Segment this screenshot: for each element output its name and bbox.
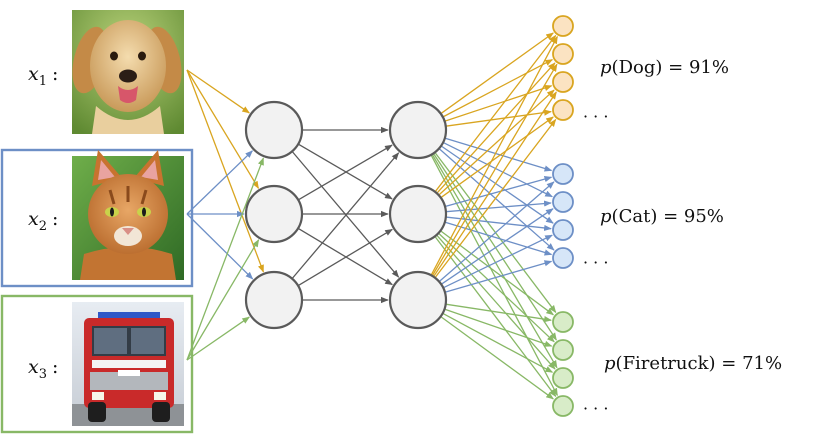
golden-retriever-photo <box>72 10 184 134</box>
network-nodes <box>244 15 574 417</box>
edge-hidden1-3-to-hidden2-2 <box>297 228 393 287</box>
output-node-cat-4 <box>552 247 574 269</box>
edge-hidden2-1-to-out-truck-4 <box>430 154 558 397</box>
edge-hidden2-1-to-out-dog-4 <box>445 109 552 127</box>
output-node-truck-4 <box>552 395 574 417</box>
edge-hidden2-1-to-out-cat-1 <box>444 137 553 172</box>
ellipsis-dog: · · · <box>583 107 608 126</box>
red-firetruck-photo <box>72 302 184 426</box>
output-node-dog-2 <box>552 43 574 65</box>
edge-hidden2-2-to-out-truck-2 <box>437 232 555 343</box>
input-label-firetruck: x3: <box>28 356 58 382</box>
edge-hidden2-2-to-out-cat-1 <box>444 176 553 208</box>
edge-hidden2-1-to-out-cat-3 <box>440 145 554 224</box>
input-label-dog: x1: <box>28 63 58 89</box>
edge-hidden2-1-to-out-cat-4 <box>438 148 555 251</box>
edge-input-truck-to-hidden1-3 <box>186 316 250 361</box>
ellipsis-cat: · · · <box>583 253 608 272</box>
edge-hidden2-1-to-out-dog-1 <box>440 32 554 115</box>
edge-hidden2-1-to-out-dog-3 <box>444 85 553 122</box>
output-node-cat-3 <box>552 219 574 241</box>
edge-hidden2-2-to-out-cat-2 <box>445 200 552 213</box>
edge-hidden1-2-to-hidden2-3 <box>297 227 393 286</box>
input-frame-cat <box>0 148 194 288</box>
connections <box>186 32 558 400</box>
edge-hidden2-2-to-out-dog-1 <box>434 34 557 193</box>
edge-hidden2-2-to-out-cat-4 <box>444 221 553 256</box>
hidden-layer2-node-1 <box>388 100 448 160</box>
edge-hidden2-2-to-out-dog-2 <box>436 62 556 194</box>
edge-hidden2-3-to-out-dog-4 <box>434 118 557 279</box>
hidden-layer1-node-1 <box>244 100 304 160</box>
edge-hidden2-1-to-out-truck-2 <box>432 153 557 341</box>
edge-hidden2-3-to-out-cat-1 <box>438 181 555 283</box>
edge-hidden1-3-to-hidden2-1 <box>291 152 400 280</box>
edge-input-truck-to-hidden1-2 <box>186 239 260 361</box>
output-node-truck-3 <box>552 367 574 389</box>
edge-hidden1-2-to-hidden2-1 <box>297 144 393 201</box>
edge-hidden2-2-to-out-dog-4 <box>440 116 554 199</box>
output-node-truck-1 <box>552 311 574 333</box>
output-node-cat-1 <box>552 163 574 185</box>
ellipsis-firetruck: · · · <box>583 399 608 418</box>
input-cat: x2: <box>0 148 194 288</box>
edge-hidden2-2-to-out-dog-3 <box>438 89 555 196</box>
edge-hidden2-3-to-out-truck-3 <box>442 312 554 373</box>
edge-hidden2-3-to-out-cat-4 <box>444 260 553 293</box>
output-node-dog-3 <box>552 71 574 93</box>
output-label-firetruck: p(Firetruck) = 71% <box>604 353 782 374</box>
edge-hidden2-3-to-out-truck-4 <box>440 315 554 400</box>
input-dog: x1: <box>28 10 184 134</box>
edge-input-cat-to-hidden1-1 <box>186 150 253 215</box>
output-node-truck-2 <box>552 339 574 361</box>
edge-hidden1-1-to-hidden2-2 <box>297 143 393 200</box>
hidden-layer2-node-3 <box>388 270 448 330</box>
edge-hidden2-3-to-out-dog-3 <box>432 91 557 278</box>
edge-hidden2-3-to-out-dog-2 <box>431 63 558 277</box>
output-node-dog-4 <box>552 99 574 121</box>
output-node-dog-1 <box>552 15 574 37</box>
edge-hidden2-3-to-out-cat-3 <box>442 234 553 289</box>
edge-hidden2-2-to-out-cat-3 <box>445 216 552 232</box>
edge-input-dog-to-hidden1-2 <box>186 69 260 189</box>
output-label-cat: p(Cat) = 95% <box>600 206 724 227</box>
input-label-cat: x2: <box>28 208 58 234</box>
edge-hidden2-3-to-out-truck-2 <box>444 308 553 347</box>
orange-tabby-cat-photo <box>72 150 184 280</box>
hidden-layer2-node-2 <box>388 184 448 244</box>
edge-hidden2-1-to-out-truck-3 <box>431 153 558 369</box>
edge-hidden2-2-to-out-truck-4 <box>434 235 557 398</box>
edge-hidden2-3-to-out-dog-1 <box>430 35 558 276</box>
hidden-layer1-node-2 <box>244 184 304 244</box>
edge-hidden2-3-to-out-cat-2 <box>440 208 554 285</box>
edge-input-dog-to-hidden1-3 <box>186 69 264 273</box>
hidden-layer1-node-3 <box>244 270 304 330</box>
edge-hidden2-1-to-out-dog-2 <box>442 58 554 118</box>
edge-hidden2-3-to-out-truck-1 <box>445 303 552 323</box>
input-frame-firetruck <box>0 294 194 434</box>
edge-hidden2-1-to-out-cat-2 <box>442 141 553 198</box>
edge-hidden2-2-to-out-truck-1 <box>440 230 555 316</box>
edge-input-dog-to-hidden1-1 <box>186 69 250 114</box>
edge-input-cat-to-hidden1-3 <box>186 213 254 280</box>
output-label-dog: p(Dog) = 91% <box>600 57 729 78</box>
edge-hidden2-2-to-out-truck-3 <box>436 234 556 370</box>
output-node-cat-2 <box>552 191 574 213</box>
input-firetruck: x3: <box>0 294 194 434</box>
edge-input-truck-to-hidden1-1 <box>186 157 264 361</box>
